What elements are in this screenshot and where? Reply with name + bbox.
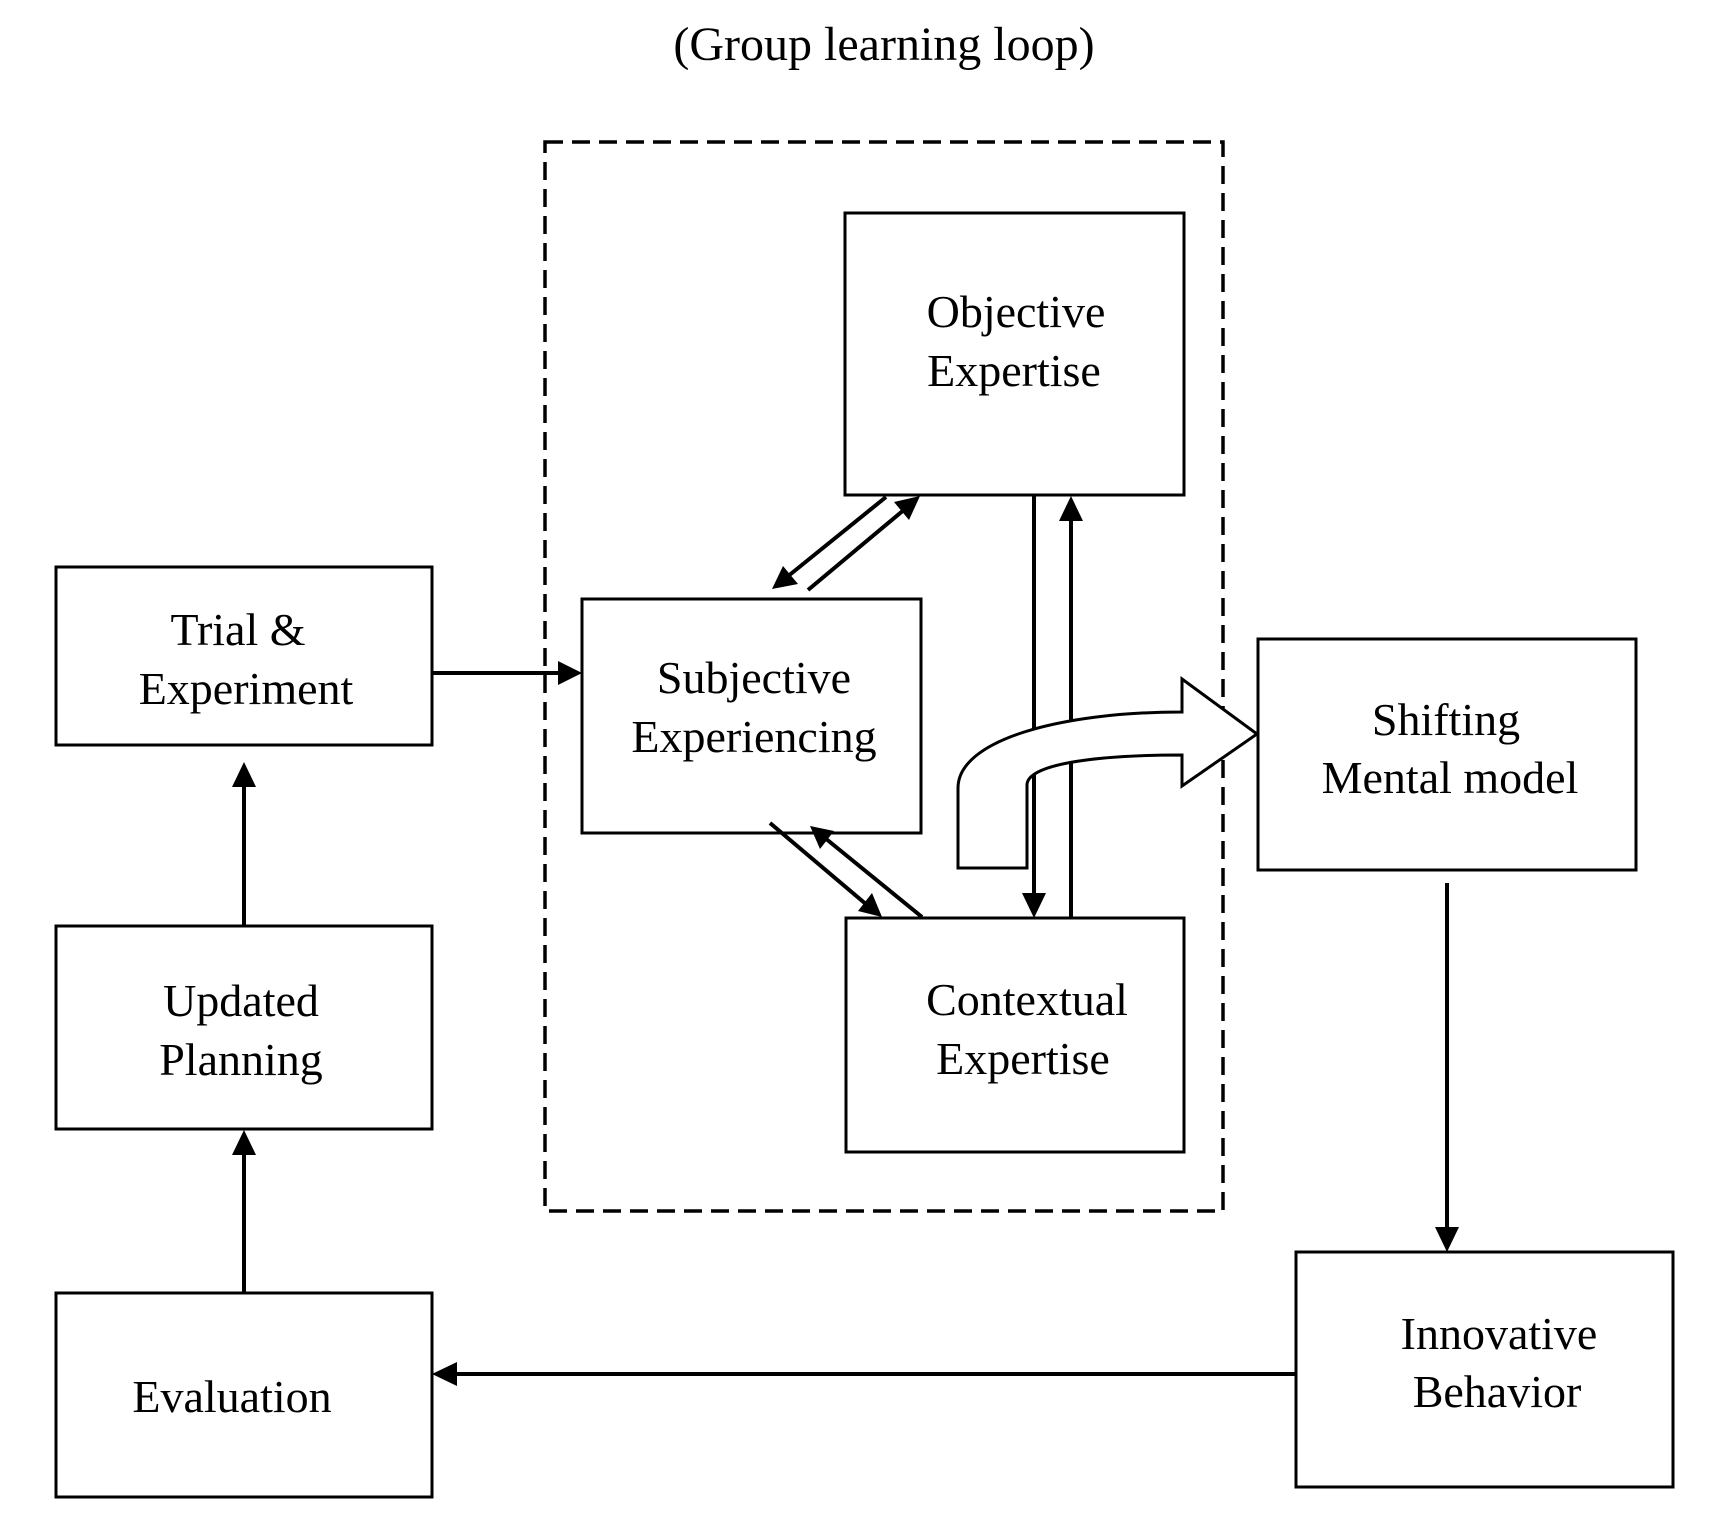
trial-experiment-label-line1: Trial &: [170, 604, 305, 655]
trial-experiment-label-line2: Experiment: [139, 663, 354, 714]
block-arrow-to-shifting-mental-model: [956, 676, 1260, 870]
trial-experiment-box: [54, 565, 434, 747]
subjective-experiencing-label-line2: Experiencing: [631, 711, 876, 762]
innovative-behavior-box: [1294, 1250, 1675, 1489]
updated-planning-box: [54, 924, 434, 1131]
arrowhead-icon: [772, 566, 798, 589]
arrowhead-icon: [858, 893, 882, 917]
arrowhead-up-icon: [232, 1130, 256, 1155]
contextual-expertise-box: [844, 916, 1186, 1154]
diagram-title: (Group learning loop): [673, 18, 1094, 71]
arrow-updated-to-trial: [232, 762, 256, 926]
arrow-subjective-to-contextual: [768, 821, 882, 917]
innovative-behavior-label-line1: Innovative: [1401, 1308, 1598, 1359]
shifting-mental-model-label-line2: Mental model: [1322, 752, 1579, 803]
node-updated-planning: Updated Planning: [54, 924, 434, 1131]
contextual-expertise-label-line2: Expertise: [936, 1033, 1110, 1084]
objective-expertise-box: [843, 211, 1186, 497]
arrowhead-icon: [810, 826, 834, 849]
arrowhead-down-icon: [1022, 893, 1046, 918]
node-evaluation: Evaluation: [54, 1291, 434, 1499]
arrowhead-up-icon: [232, 762, 256, 787]
group-learning-loop-container: [543, 140, 1225, 1213]
innovative-behavior-label-line2: Behavior: [1413, 1366, 1582, 1417]
arrow-contextual-to-objective: [1059, 496, 1083, 918]
shifting-mental-model-box: [1256, 637, 1638, 872]
arrow-contextual-to-subjective: [810, 826, 924, 919]
arrow-shifting-to-innovative: [1435, 883, 1459, 1252]
node-trial-experiment: Trial & Experiment: [54, 565, 434, 747]
objective-expertise-label-line1: Objective: [927, 286, 1106, 337]
arrow-innovative-to-evaluation: [432, 1362, 1296, 1386]
shifting-mental-model-label-line1: Shifting: [1372, 694, 1520, 745]
node-objective-expertise: Objective Expertise: [843, 211, 1186, 497]
arrow-evaluation-to-updated: [232, 1130, 256, 1293]
node-contextual-expertise: Contextual Expertise: [844, 916, 1186, 1154]
evaluation-label: Evaluation: [132, 1371, 331, 1422]
node-subjective-experiencing: Subjective Experiencing: [580, 597, 923, 835]
subjective-experiencing-label-line1: Subjective: [657, 652, 851, 703]
contextual-expertise-label-line1: Contextual: [926, 974, 1128, 1025]
objective-expertise-label-line2: Expertise: [927, 345, 1101, 396]
arrow-objective-to-contextual: [1022, 495, 1046, 918]
arrow-subjective-to-objective: [806, 496, 920, 592]
arrowhead-left-icon: [432, 1362, 457, 1386]
updated-planning-label-line2: Planning: [159, 1034, 323, 1085]
subjective-experiencing-box: [580, 597, 923, 835]
arrow-objective-to-subjective: [772, 495, 888, 589]
arrowhead-icon: [894, 496, 920, 520]
node-innovative-behavior: Innovative Behavior: [1294, 1250, 1675, 1489]
arrowhead-right-icon: [558, 661, 582, 685]
arrowhead-down-icon: [1435, 1227, 1459, 1252]
node-shifting-mental-model: Shifting Mental model: [1256, 637, 1638, 872]
evaluation-box: [54, 1291, 434, 1499]
arrowhead-up-icon: [1059, 496, 1083, 521]
updated-planning-label-line1: Updated: [163, 975, 319, 1026]
arrow-trial-to-subjective: [432, 661, 582, 685]
